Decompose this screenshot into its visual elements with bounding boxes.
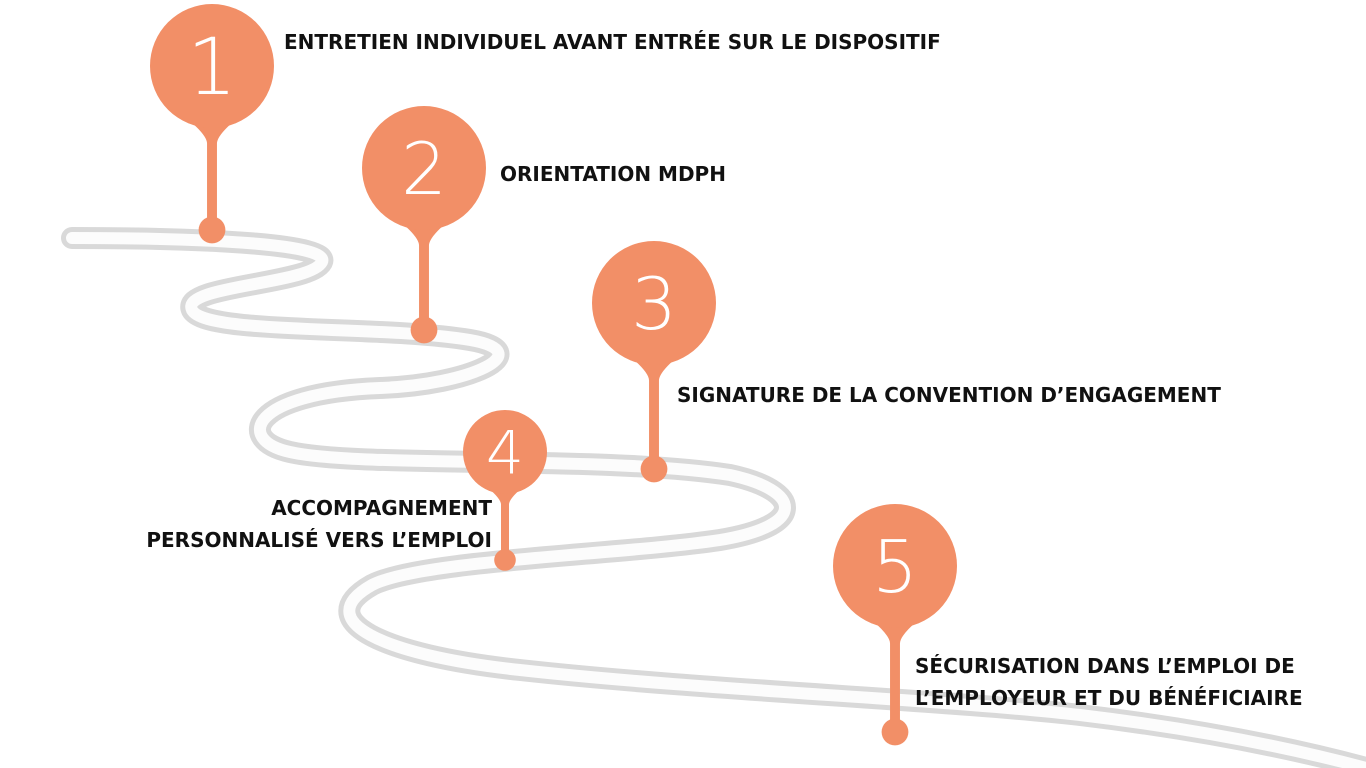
step-3-pin-tail xyxy=(604,337,704,477)
step-1-pin-head xyxy=(150,4,274,128)
road-highlight xyxy=(66,232,1366,768)
pins-layer: 1 2 3 4 5 xyxy=(150,4,957,746)
step-3-pin-drop xyxy=(640,455,668,483)
step-4-number: 4 xyxy=(486,419,524,489)
step-4-label: ACCOMPAGNEMENT PERSONNALISÉ VERS L’EMPLO… xyxy=(146,492,492,556)
step-5-label: SÉCURISATION DANS L’EMPLOI DE L’EMPLOYEU… xyxy=(915,650,1303,714)
step-1-label-line-1: ENTRETIEN INDIVIDUEL AVANT ENTRÉE SUR LE… xyxy=(284,30,941,54)
step-2-pin-drop xyxy=(410,316,438,344)
step-4-pin-tail xyxy=(471,475,539,568)
step-4-pin-icon: 4 xyxy=(463,410,547,571)
step-5-label-line-1: SÉCURISATION DANS L’EMPLOI DE xyxy=(915,654,1295,678)
step-3-pin-icon: 3 xyxy=(592,241,716,483)
step-4-pin-head xyxy=(463,410,547,494)
step-2-pin-icon: 2 xyxy=(362,106,486,344)
step-1-pin-drop xyxy=(198,216,226,244)
step-4-pin-drop xyxy=(494,549,516,571)
step-5-label-line-2: L’EMPLOYEUR ET DU BÉNÉFICIAIRE xyxy=(915,686,1303,710)
step-4-label-line-1: ACCOMPAGNEMENT xyxy=(271,496,492,520)
step-5-pin-icon: 5 xyxy=(833,504,957,746)
step-3-number: 3 xyxy=(631,262,677,346)
step-3-label: SIGNATURE DE LA CONVENTION D’ENGAGEMENT xyxy=(677,379,1221,411)
step-1-pin-icon: 1 xyxy=(150,4,274,244)
step-1-pin-tail xyxy=(162,100,262,238)
step-4-label-line-2: PERSONNALISÉ VERS L’EMPLOI xyxy=(146,528,492,552)
step-2-label: ORIENTATION MDPH xyxy=(500,158,726,190)
step-2-number: 2 xyxy=(401,127,447,211)
step-5-pin-tail xyxy=(845,600,945,740)
step-5-number: 5 xyxy=(872,525,918,609)
step-5-pin-drop xyxy=(881,718,909,746)
step-5-pin-head xyxy=(833,504,957,628)
step-1-label: ENTRETIEN INDIVIDUEL AVANT ENTRÉE SUR LE… xyxy=(284,26,941,58)
step-3-label-line-1: SIGNATURE DE LA CONVENTION D’ENGAGEMENT xyxy=(677,383,1221,407)
step-2-pin-head xyxy=(362,106,486,230)
step-1-number: 1 xyxy=(187,23,237,113)
step-3-pin-head xyxy=(592,241,716,365)
step-2-label-line-1: ORIENTATION MDPH xyxy=(500,162,726,186)
step-2-pin-tail xyxy=(374,202,474,338)
